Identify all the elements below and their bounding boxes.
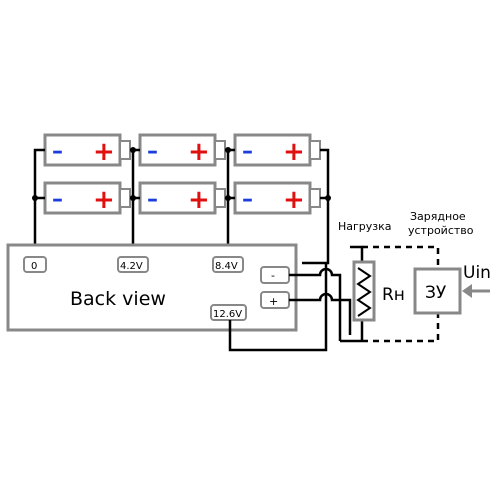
terminal-4-2v: 4.2V	[117, 256, 149, 273]
svg-text:+: +	[269, 295, 278, 308]
charger-label: ЗУ	[425, 283, 447, 303]
terminal-8-4v: 8.4V	[212, 256, 244, 273]
board-label: Back view	[70, 288, 166, 310]
output-minus-terminal: -	[260, 266, 290, 284]
svg-text:–: –	[242, 139, 253, 164]
junction-dots	[32, 147, 331, 201]
svg-text:+: +	[283, 185, 305, 215]
battery-cell: – +	[138, 133, 226, 167]
svg-text:+: +	[93, 137, 115, 167]
load-label: Rн	[382, 285, 405, 305]
battery-cell: – +	[138, 181, 226, 215]
svg-text:+: +	[283, 137, 305, 167]
svg-text:12.6V: 12.6V	[213, 309, 242, 320]
load-resistor	[352, 260, 376, 322]
battery-cell: – +	[233, 133, 321, 167]
output-wiring	[228, 245, 364, 352]
input-label: Uin	[463, 263, 491, 283]
terminal-0: 0	[23, 256, 47, 273]
battery-cell: – +	[43, 181, 131, 215]
charger-title-2: устройство	[408, 224, 474, 237]
charger-title-1: Зарядное	[410, 210, 466, 223]
load-title: Нагрузка	[338, 220, 392, 233]
charger-wiring	[362, 245, 440, 343]
battery-cell: – +	[233, 181, 321, 215]
svg-text:–: –	[52, 139, 63, 164]
input-arrow-icon	[462, 284, 490, 298]
svg-text:8.4V: 8.4V	[215, 261, 238, 272]
output-plus-terminal: +	[260, 291, 290, 309]
svg-text:0: 0	[31, 261, 37, 272]
board-outline	[6, 243, 298, 332]
svg-text:–: –	[52, 187, 63, 212]
svg-text:+: +	[188, 137, 210, 167]
svg-text:–: –	[242, 187, 253, 212]
cell-wiring	[33, 148, 330, 265]
svg-text:-: -	[271, 269, 275, 282]
svg-text:+: +	[188, 185, 210, 215]
svg-text:–: –	[147, 187, 158, 212]
terminal-12-6v: 12.6V	[210, 304, 247, 321]
svg-text:+: +	[93, 185, 115, 215]
battery-cell: – +	[43, 133, 131, 167]
charger-box	[413, 267, 462, 315]
svg-text:–: –	[147, 139, 158, 164]
svg-text:4.2V: 4.2V	[120, 261, 143, 272]
